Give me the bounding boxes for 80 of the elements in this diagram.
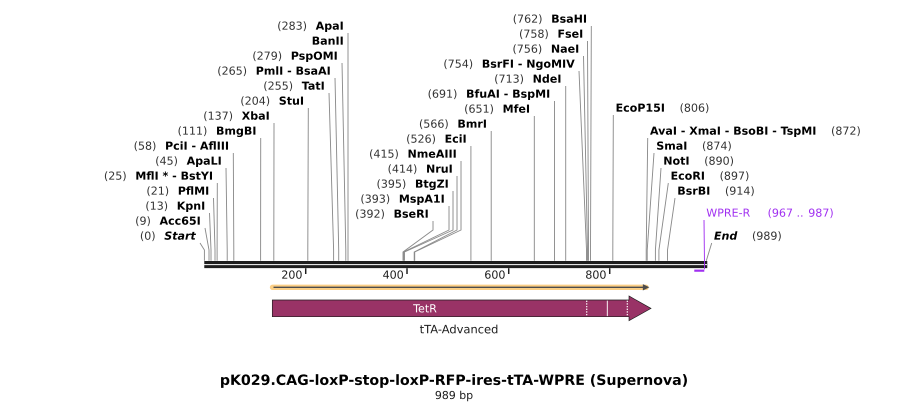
leader-line bbox=[704, 220, 706, 270]
leader-line bbox=[667, 198, 676, 262]
site-label: EcoRI (897) bbox=[672, 171, 748, 182]
leader-line bbox=[307, 108, 309, 262]
leader-line bbox=[273, 122, 274, 262]
leader-line bbox=[404, 190, 454, 262]
site-label: (45) ApaLI bbox=[156, 156, 221, 167]
leader-line bbox=[200, 242, 205, 262]
site-label: BanII bbox=[312, 36, 343, 45]
site-label: AvaI - XmaI - BsoBI - TspMI (872) bbox=[650, 126, 860, 137]
site-label: (265) PmlI - BsaAI bbox=[218, 66, 330, 76]
site-label: (566) BmrI bbox=[420, 119, 486, 130]
site-label: (21) PflMI bbox=[147, 186, 208, 196]
site-label: (0) Start bbox=[140, 231, 196, 242]
site-label: (392) BseRI bbox=[356, 209, 428, 220]
primer-label: WPRE-R (967 .. 987) bbox=[706, 208, 833, 218]
leader-line bbox=[213, 198, 216, 262]
site-label: (526) EciI bbox=[407, 134, 466, 144]
leader-line bbox=[534, 116, 535, 262]
leader-line bbox=[587, 40, 589, 262]
site-label: NotI (890) bbox=[664, 156, 734, 166]
site-label: (204) StuI bbox=[241, 96, 304, 106]
leader-line bbox=[334, 78, 340, 262]
site-label: (9) Acc65I bbox=[136, 216, 200, 226]
site-label: BsrBI (914) bbox=[678, 186, 754, 196]
leader-line bbox=[216, 182, 218, 262]
leader-line bbox=[646, 152, 654, 262]
feature-label: tTA-Advanced bbox=[420, 324, 498, 334]
leader-line bbox=[204, 228, 210, 262]
leader-line bbox=[646, 138, 648, 262]
tick-label: 800 bbox=[586, 270, 606, 279]
leader-line bbox=[578, 70, 587, 262]
leader-line bbox=[414, 160, 462, 262]
leader-line bbox=[590, 26, 592, 262]
site-label: (393) MspA1I bbox=[361, 194, 444, 205]
site-label: (415) NmeAIII bbox=[370, 149, 456, 160]
leader-line bbox=[260, 138, 262, 262]
site-label: (762) BsaHI bbox=[514, 14, 586, 24]
tick-label: 200 bbox=[282, 270, 302, 279]
caption: 989 bp bbox=[436, 390, 472, 402]
leader-line bbox=[554, 100, 555, 262]
leader-line bbox=[226, 168, 228, 262]
tick-label: 600 bbox=[485, 270, 505, 279]
site-label: End (989) bbox=[714, 231, 781, 242]
site-label: (414) NruI bbox=[388, 164, 452, 174]
leader-line bbox=[209, 212, 212, 262]
site-label: (395) BtgZI bbox=[377, 179, 448, 190]
site-label: (137) XbaI bbox=[204, 111, 269, 122]
site-label: (713) NdeI bbox=[495, 74, 560, 84]
site-label: (754) BsrFI - NgoMIV bbox=[444, 59, 575, 70]
site-label: (58) PciI - AflIII bbox=[134, 141, 228, 152]
leader-line bbox=[403, 206, 450, 262]
leader-line bbox=[490, 130, 492, 262]
site-label: (111) BmgBI bbox=[178, 126, 256, 138]
site-label: (279) PspOMI bbox=[253, 51, 337, 62]
site-label: EcoP15I (806) bbox=[616, 103, 708, 114]
site-label: (691) BfuAI - BspMI bbox=[428, 89, 550, 100]
tick-label: 400 bbox=[383, 270, 403, 279]
site-label: (25) MflI * - BstYI bbox=[104, 171, 212, 182]
site-label: (255) TatI bbox=[264, 81, 324, 92]
leader-line bbox=[565, 86, 566, 262]
title: pK029.CAG-loxP-stop-loxP-RFP-ires-tTA-WPRE (Supernova) bbox=[221, 374, 687, 388]
leader-line bbox=[328, 92, 334, 262]
site-label: (756) NaeI bbox=[513, 44, 578, 54]
leader-line bbox=[414, 176, 458, 262]
site-label: (283) ApaI bbox=[278, 21, 343, 32]
primer-mark bbox=[694, 270, 704, 272]
leader-line bbox=[706, 242, 712, 262]
leader-line bbox=[402, 220, 434, 262]
leader-line bbox=[658, 182, 669, 262]
leader-line bbox=[583, 56, 588, 262]
leader-line bbox=[654, 168, 662, 262]
site-label: (651) MfeI bbox=[465, 104, 530, 114]
site-label: SmaI (874) bbox=[657, 141, 731, 152]
site-label: (758) FseI bbox=[520, 29, 582, 40]
leader-line bbox=[232, 152, 234, 262]
leader-line bbox=[612, 114, 614, 262]
site-label: (13) KpnI bbox=[146, 201, 204, 212]
leader-line bbox=[342, 62, 346, 262]
leader-line bbox=[470, 146, 472, 262]
